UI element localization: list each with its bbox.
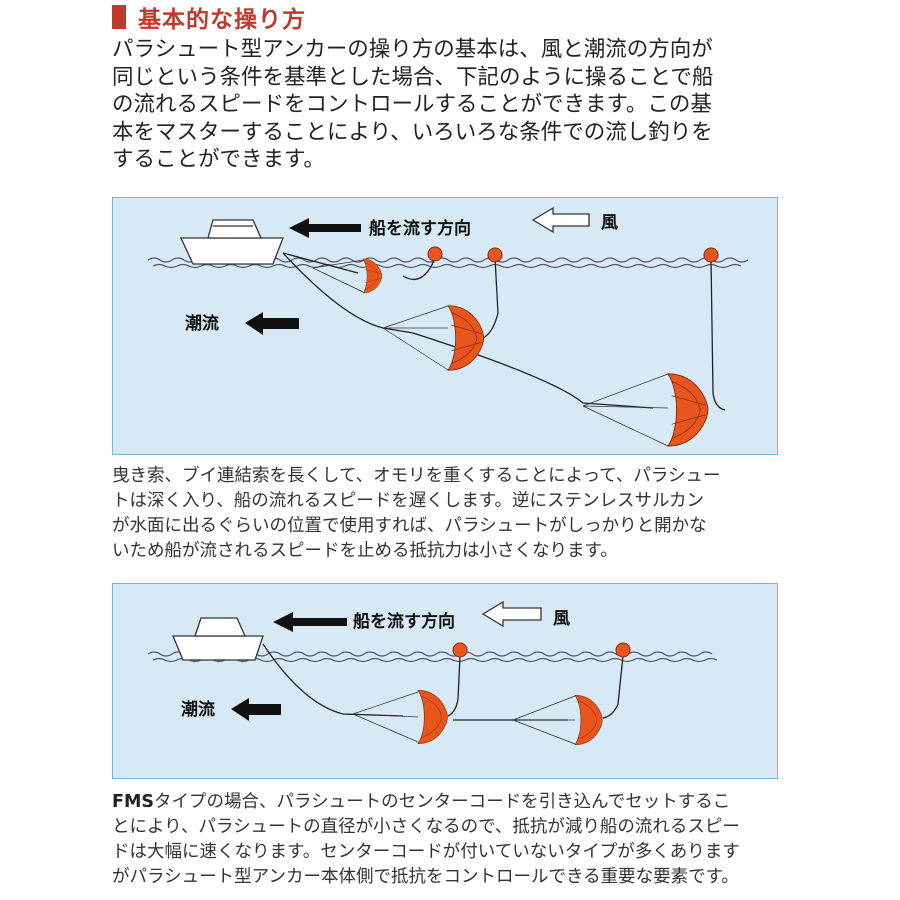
parachute-large xyxy=(582,373,709,447)
boat-direction-arrow-icon xyxy=(289,218,361,238)
caption-line: がパラシュート型アンカー本体側で抵抗をコントロールできる重要な要素です。 xyxy=(112,867,739,887)
intro-line: 本をマスターすることにより、いろいろな条件での流し釣りを xyxy=(112,119,713,145)
buoy-icon xyxy=(427,246,443,262)
current-arrow-icon xyxy=(231,698,281,721)
wind-label: 風 xyxy=(553,609,570,629)
diagram-deep-anchor: 船を流す方向 風 潮流 xyxy=(112,197,778,455)
wind-arrow-icon xyxy=(481,600,542,628)
wind-label: 風 xyxy=(601,213,618,233)
parachute-fms-1 xyxy=(352,690,448,744)
intro-line: することができます。 xyxy=(112,147,325,172)
fms-label: FMS xyxy=(112,792,154,812)
buoys xyxy=(427,246,719,263)
boat-direction-arrow-icon xyxy=(273,612,347,632)
buoy-icon xyxy=(452,642,468,658)
buoy-icon xyxy=(615,642,631,658)
caption-line: ドは大幅に速くなります。センターコードが付いていないタイプが多くあります xyxy=(112,842,740,862)
intro-line: 同じという条件を基準とした場合、下記のように操ることで船 xyxy=(112,64,714,90)
boat-icon xyxy=(172,617,264,661)
boat-direction-label: 船を流す方向 xyxy=(353,611,455,632)
buoy-icon xyxy=(487,247,503,263)
caption-fms-anchor: FMSタイプの場合、パラシュートのセンターコードを引き込んでセットするこ とによ… xyxy=(112,790,792,890)
boat-icon xyxy=(179,219,284,265)
caption-line: いため船が流されるスピードを止める抵抗力は小さくなります。 xyxy=(112,541,618,561)
current-label: 潮流 xyxy=(181,699,215,720)
parachute-medium xyxy=(382,305,485,371)
heading-marker xyxy=(112,5,126,29)
caption-deep-anchor: 曳き索、ブイ連結索を長くして、オモリを重くすることによって、パラシュー トは深く… xyxy=(112,464,792,564)
intro-line: の流れるスピードをコントロールすることができます。この基 xyxy=(112,92,712,117)
intro-paragraph: パラシュート型アンカーの操り方の基本は、風と潮流の方向が 同じという条件を基準と… xyxy=(112,36,792,174)
parachute-fms-2 xyxy=(512,694,603,746)
caption-line: 曳き索、ブイ連結索を長くして、オモリを重くすることによって、パラシュー xyxy=(112,466,721,486)
intro-line: パラシュート型アンカーの操り方の基本は、風と潮流の方向が xyxy=(112,37,713,62)
caption-line: トは深く入り、船の流れるスピードを遅くします。逆にステンレスサルカン xyxy=(112,491,705,511)
current-arrow-icon xyxy=(245,312,299,335)
diagram-fms-anchor: 船を流す方向 風 潮流 xyxy=(112,583,778,779)
boat-direction-label: 船を流す方向 xyxy=(369,218,471,239)
caption-line: FMSタイプの場合、パラシュートのセンターコードを引き込んでセットするこ xyxy=(112,790,792,815)
buoys xyxy=(452,642,631,658)
caption-text: タイプの場合、パラシュートのセンターコードを引き込んでセットするこ xyxy=(153,792,731,812)
parachute-small xyxy=(312,258,383,294)
caption-line: が水面に出るぐらいの位置で使用すれば、パラシュートがしっかりと開かな xyxy=(112,516,707,536)
current-label: 潮流 xyxy=(185,313,219,334)
caption-line: とにより、パラシュートの直径が小さくなるので、抵抗が減り船の流れるスピー xyxy=(112,817,740,837)
wind-arrow-icon xyxy=(531,206,590,234)
section-heading: 基本的な操り方 xyxy=(112,2,306,33)
tow-lines xyxy=(282,252,726,411)
buoy-icon xyxy=(703,247,719,263)
heading-title: 基本的な操り方 xyxy=(138,7,306,33)
